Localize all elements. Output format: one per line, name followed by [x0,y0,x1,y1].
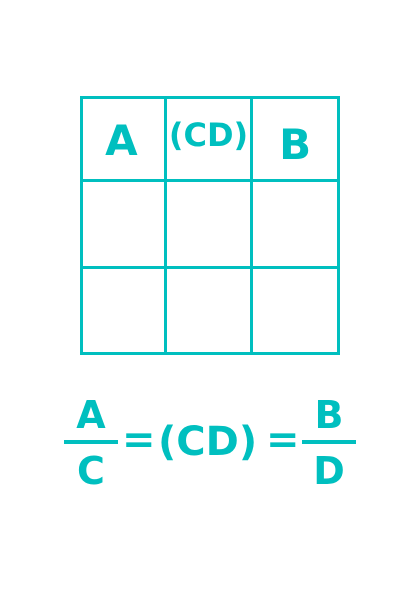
grid-cell-empty [80,182,167,269]
equals-sign-first: = [122,417,156,463]
equation-middle-term: (CD) [158,419,258,465]
proportion-grid: A (CD) B [80,96,340,355]
grid-cell-a: A [80,96,167,183]
fraction-right-bar [302,440,356,444]
grid-label-cd: (CD) [168,116,249,155]
equals-sign-second: = [266,417,300,463]
fraction-right-denominator: D [313,449,345,493]
fraction-left-bar [64,440,118,444]
grid-label-a: A [105,116,138,166]
grid-label-b: B [279,120,312,170]
fraction-left: A C [64,392,118,496]
grid-cell-empty [80,268,167,355]
grid-cell-empty [253,182,340,269]
fraction-left-numerator: A [76,393,106,437]
proportion-equation: A C = (CD) = B D [62,392,358,496]
fraction-left-denominator: C [77,449,105,493]
grid-cell-empty [253,268,340,355]
grid-cell-empty [166,268,254,355]
grid-cell-cd: (CD) [166,96,254,183]
grid-cell-b: B [253,96,340,183]
fraction-right-numerator: B [314,393,344,437]
grid-cell-empty [166,182,254,269]
fraction-right: B D [302,392,356,496]
